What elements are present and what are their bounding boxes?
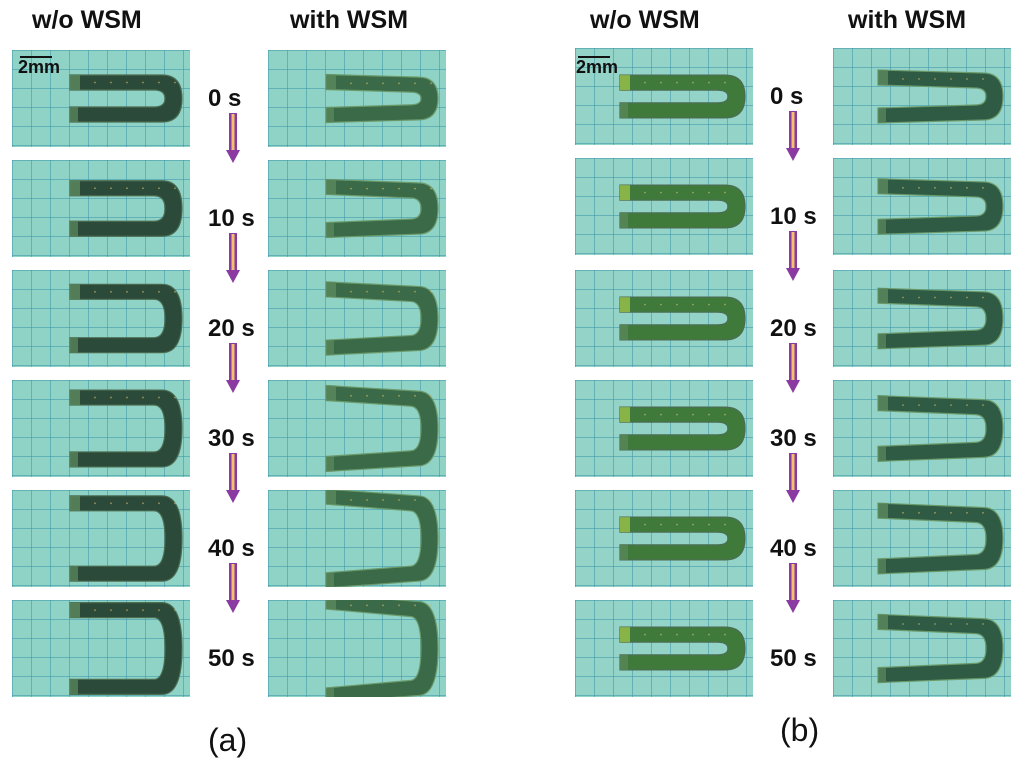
photo-a-without-wsm-1 xyxy=(12,160,190,257)
time-label-b-5: 50 s xyxy=(770,645,817,672)
down-arrow-icon xyxy=(786,343,800,393)
down-arrow-icon xyxy=(786,563,800,613)
time-label-a-4: 40 s xyxy=(208,535,255,562)
down-arrow-icon xyxy=(226,453,240,503)
photo-a-without-wsm-3 xyxy=(12,380,190,477)
panel-label-b: (b) xyxy=(780,712,820,748)
time-label-a-5: 50 s xyxy=(208,645,255,672)
photo-a-with-wsm-0 xyxy=(268,50,446,147)
header-with-wsm-a: with WSM xyxy=(290,6,409,34)
down-arrow-icon xyxy=(786,231,800,281)
time-label-b-3: 30 s xyxy=(770,425,817,452)
photo-b-without-wsm-0 xyxy=(575,48,753,145)
photo-a-with-wsm-4 xyxy=(268,490,446,587)
scale-bar xyxy=(578,56,610,58)
photo-b-without-wsm-2 xyxy=(575,270,753,367)
photo-b-with-wsm-0 xyxy=(833,48,1011,145)
scale-bar-label: 2mm xyxy=(576,57,619,77)
down-arrow-icon xyxy=(786,111,800,161)
photo-a-with-wsm-3 xyxy=(268,380,446,477)
photo-b-without-wsm-5 xyxy=(575,600,753,697)
scale-bar-label: 2mm xyxy=(18,57,61,77)
panel-label-a: (a) xyxy=(208,722,248,758)
header-without-wsm-b: w/o WSM xyxy=(590,6,700,34)
photo-a-with-wsm-5 xyxy=(268,600,446,697)
photo-a-with-wsm-1 xyxy=(268,160,446,257)
time-label-a-0: 0 s xyxy=(208,85,242,112)
time-label-b-4: 40 s xyxy=(770,535,817,562)
photo-b-with-wsm-3 xyxy=(833,380,1011,477)
photo-a-without-wsm-5 xyxy=(12,600,190,697)
photo-a-without-wsm-4 xyxy=(12,490,190,587)
photo-b-without-wsm-3 xyxy=(575,380,753,477)
down-arrow-icon xyxy=(226,233,240,283)
photo-a-without-wsm-2 xyxy=(12,270,190,367)
photo-a-with-wsm-2 xyxy=(268,270,446,367)
time-label-a-1: 10 s xyxy=(208,205,255,232)
header-with-wsm-b: with WSM xyxy=(848,6,967,34)
down-arrow-icon xyxy=(786,453,800,503)
photo-b-with-wsm-4 xyxy=(833,490,1011,587)
down-arrow-icon xyxy=(226,113,240,163)
time-label-b-1: 10 s xyxy=(770,203,817,230)
photo-b-with-wsm-1 xyxy=(833,158,1011,255)
time-label-b-0: 0 s xyxy=(770,83,804,110)
photo-a-without-wsm-0 xyxy=(12,50,190,147)
photo-b-with-wsm-2 xyxy=(833,270,1011,367)
header-without-wsm-a: w/o WSM xyxy=(32,6,142,34)
down-arrow-icon xyxy=(226,563,240,613)
down-arrow-icon xyxy=(226,343,240,393)
photo-b-without-wsm-1 xyxy=(575,158,753,255)
photo-b-without-wsm-4 xyxy=(575,490,753,587)
photo-b-with-wsm-5 xyxy=(833,600,1011,697)
time-label-b-2: 20 s xyxy=(770,315,817,342)
scale-bar xyxy=(20,56,52,58)
time-label-a-3: 30 s xyxy=(208,425,255,452)
time-label-a-2: 20 s xyxy=(208,315,255,342)
